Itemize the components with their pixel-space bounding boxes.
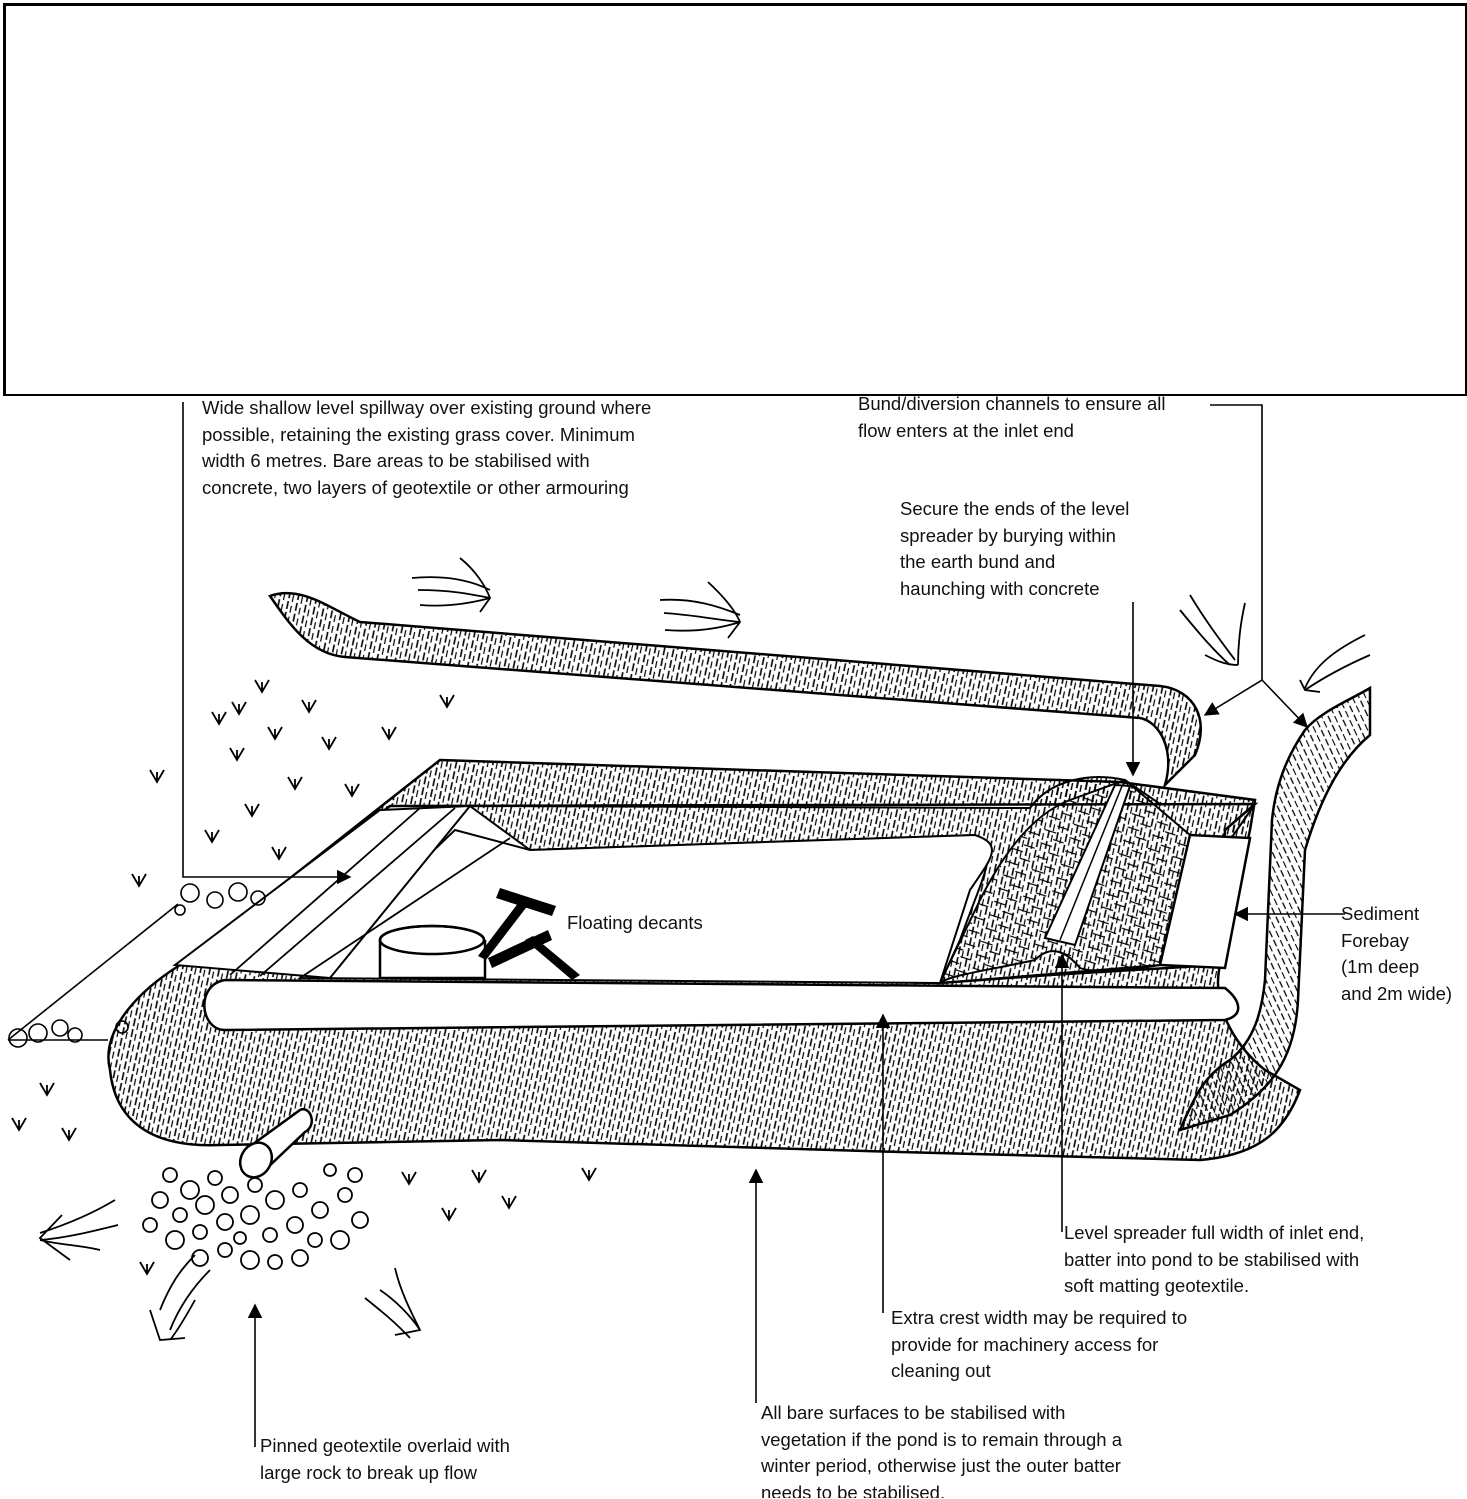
crest-walkway bbox=[204, 980, 1238, 1030]
label-secure-ends: Secure the ends of the level spreader by… bbox=[900, 496, 1129, 602]
label-floating-decants: Floating decants bbox=[567, 910, 703, 937]
label-spillway: Wide shallow level spillway over existin… bbox=[202, 395, 651, 501]
label-bare-surfaces: All bare surfaces to be stabilised with … bbox=[761, 1400, 1122, 1498]
rock-icon bbox=[143, 1164, 368, 1269]
label-geotextile-rock: Pinned geotextile overlaid with large ro… bbox=[260, 1433, 510, 1486]
label-sediment-forebay: Sediment Forebay (1m deep and 2m wide) bbox=[1341, 901, 1452, 1007]
label-bund-diversion: Bund/diversion channels to ensure all fl… bbox=[858, 391, 1166, 444]
riser-pipe-icon bbox=[380, 926, 485, 978]
label-level-spreader: Level spreader full width of inlet end, … bbox=[1064, 1220, 1364, 1300]
label-crest-width: Extra crest width may be required to pro… bbox=[891, 1305, 1187, 1385]
